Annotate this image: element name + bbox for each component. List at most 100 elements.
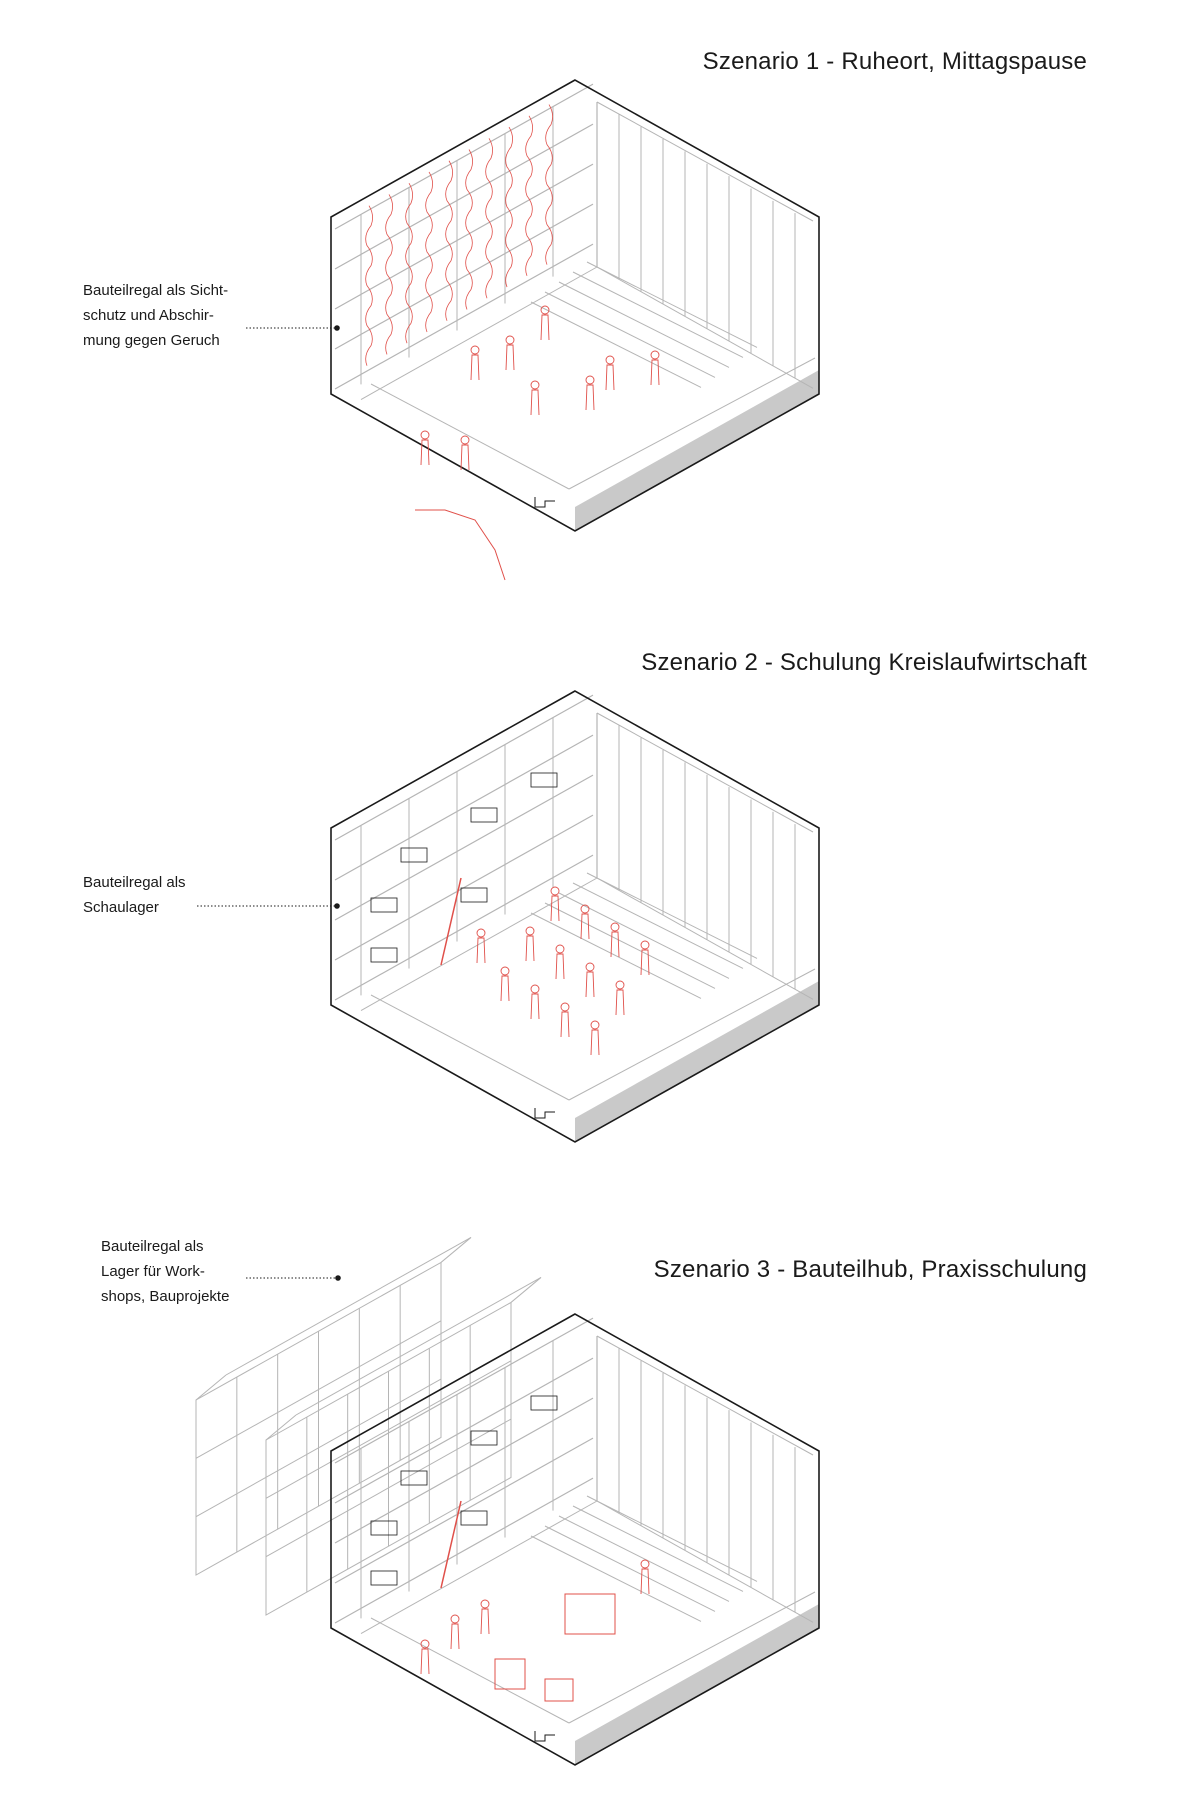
leader-dot	[334, 903, 340, 909]
stored-component	[400, 847, 428, 863]
steps	[534, 1731, 555, 1742]
plinth-face	[575, 370, 819, 531]
stored-component	[370, 1520, 398, 1536]
scenario-2-annotation: Bauteilregal als Schaulager	[83, 870, 186, 920]
shelf-board	[334, 1397, 594, 1544]
plant	[415, 509, 506, 581]
person-head	[450, 1614, 460, 1624]
person-body	[610, 931, 620, 958]
bleacher-step	[530, 301, 702, 388]
curtain	[425, 171, 433, 333]
shelf-board	[334, 694, 594, 841]
annotation-line: Bauteilregal als	[83, 874, 186, 891]
person-body	[420, 439, 430, 466]
annotation-line: Lager für Work-	[101, 1263, 205, 1280]
shelf-board	[334, 774, 594, 921]
pallet-cart	[544, 1678, 574, 1702]
scenario-2-title: Szenario 2 - Schulung Kreislaufwirtschaf…	[641, 649, 1087, 676]
stored-component	[530, 772, 558, 788]
person-body	[585, 384, 595, 411]
person-head	[500, 966, 510, 976]
annotation-line: schutz und Abschir-	[83, 307, 214, 324]
ladder	[440, 877, 462, 966]
floor-ledge	[370, 994, 570, 1101]
person-head	[530, 984, 540, 994]
person-body	[505, 344, 515, 371]
floor-edge	[360, 877, 598, 1011]
shelf-board	[334, 83, 594, 230]
wall-top-edge	[596, 101, 814, 222]
person-body	[450, 1623, 460, 1650]
curtain	[405, 182, 413, 344]
shelf-board	[334, 1357, 594, 1504]
person-head	[530, 380, 540, 390]
scenario-1-title: Szenario 1 - Ruheort, Mittagspause	[702, 48, 1087, 75]
ghost-shelf-depth	[265, 1414, 297, 1441]
person-body	[555, 953, 565, 980]
bleacher-step	[544, 1525, 716, 1612]
scenario-1-annotation: Bauteilregal als Sicht- schutz und Absch…	[83, 278, 228, 353]
curtain	[525, 115, 533, 276]
room-outline	[330, 1313, 820, 1766]
person-body	[550, 895, 560, 922]
person-head	[420, 430, 430, 440]
person-body	[476, 937, 486, 964]
person-body	[650, 359, 660, 386]
shelf-board	[334, 814, 594, 961]
shelf-board	[334, 854, 594, 1001]
stored-component	[400, 1470, 428, 1486]
person-body	[470, 354, 480, 381]
floor-edge	[596, 1500, 814, 1623]
person-body	[580, 913, 590, 940]
shelf-board	[334, 1437, 594, 1584]
bleacher-step	[586, 1495, 758, 1582]
person-head	[505, 335, 515, 345]
stored-component	[470, 807, 498, 823]
person-body	[640, 949, 650, 976]
curtain	[465, 149, 473, 310]
steps	[534, 497, 555, 508]
person-body	[605, 364, 615, 391]
person-head	[525, 926, 535, 936]
person-head	[476, 928, 486, 938]
shelf-board	[334, 123, 594, 270]
bleacher-step	[586, 261, 758, 348]
annotation-line: shops, Bauprojekte	[101, 1288, 230, 1305]
floor-edge	[360, 266, 598, 400]
bleacher-step	[558, 1515, 730, 1602]
floor-edge	[360, 1500, 598, 1634]
curtain	[445, 160, 453, 321]
stored-component	[470, 1430, 498, 1446]
person-head	[585, 962, 595, 972]
person-body	[530, 993, 540, 1020]
person-head	[650, 350, 660, 360]
curtain	[545, 104, 553, 265]
bleacher-step	[558, 892, 730, 979]
floor-ledge	[568, 357, 816, 490]
floor-ledge	[370, 1617, 570, 1724]
person-body	[500, 975, 510, 1002]
ghost-shelf-depth	[510, 1277, 542, 1303]
stored-component	[370, 1570, 398, 1586]
room-outline	[330, 79, 820, 532]
person-head	[555, 944, 565, 954]
person-head	[580, 904, 590, 914]
person-head	[480, 1599, 490, 1609]
leader-dot	[334, 325, 340, 331]
ghost-shelf-depth	[295, 1277, 542, 1416]
bleacher-step	[530, 912, 702, 999]
ghost-shelf-depth	[195, 1374, 227, 1401]
curtain	[365, 205, 373, 366]
annotation-line: Schaulager	[83, 899, 159, 916]
curtain	[485, 138, 493, 299]
plinth-face	[575, 981, 819, 1142]
bleacher-step	[572, 271, 744, 358]
person-body	[540, 314, 550, 341]
shelf-board	[334, 1477, 594, 1624]
stored-component	[370, 897, 398, 913]
person-head	[605, 355, 615, 365]
stored-component	[460, 1510, 488, 1526]
floor-edge	[596, 266, 814, 389]
plinth-face	[575, 1604, 819, 1765]
floor-edge	[596, 877, 814, 1000]
